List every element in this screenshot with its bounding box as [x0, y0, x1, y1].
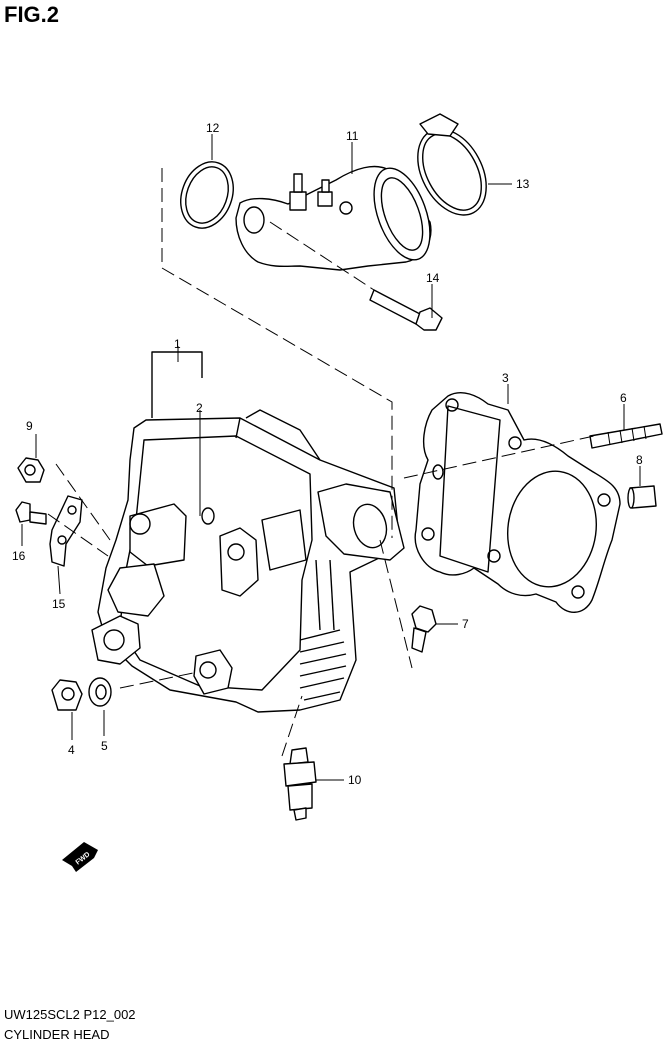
forward-arrow-icon: FWD	[62, 842, 98, 872]
callout-12: 12	[206, 121, 220, 135]
callout-16: 16	[12, 549, 26, 563]
part-7-bolt	[411, 605, 437, 653]
callout-15: 15	[52, 597, 66, 611]
callout-2: 2	[196, 401, 203, 415]
callout-9: 9	[26, 419, 33, 433]
callout-7: 7	[462, 617, 469, 631]
figure-title: FIG.2	[4, 2, 60, 27]
part-14-bolt	[369, 289, 443, 331]
part-6-stud-bolt	[589, 423, 663, 449]
part-10-spark-plug	[283, 747, 317, 821]
callout-1: 1	[174, 337, 181, 351]
part-5-washer	[88, 677, 112, 707]
part-11-intake-pipe	[235, 165, 432, 271]
callout-5: 5	[101, 739, 108, 753]
callout-6: 6	[620, 391, 627, 405]
callout-11: 11	[346, 129, 359, 143]
callout-3: 3	[502, 371, 509, 385]
figure-code: UW125SCL2 P12_002	[4, 1007, 136, 1022]
callout-10: 10	[348, 773, 362, 787]
part-13-clamp	[417, 113, 487, 216]
callout-8: 8	[636, 453, 643, 467]
part-16-bolt	[15, 501, 47, 525]
callout-13: 13	[516, 177, 530, 191]
leader-lines	[21, 134, 641, 781]
part-12-o-ring	[180, 161, 234, 229]
callouts: 1 2 3 4 5 6 7 8 9 10 11 12 13 14 16 15	[12, 121, 643, 787]
part-4-nut	[51, 679, 83, 711]
part-9-nut	[17, 457, 45, 483]
callout-4: 4	[68, 743, 75, 757]
figure-name: CYLINDER HEAD	[4, 1027, 110, 1042]
part-15-bracket	[49, 495, 83, 567]
callout-14: 14	[426, 271, 440, 285]
part-8-dowel-pin	[627, 485, 657, 509]
part-3-gasket	[414, 392, 621, 613]
part-1-cylinder-head	[91, 409, 405, 713]
